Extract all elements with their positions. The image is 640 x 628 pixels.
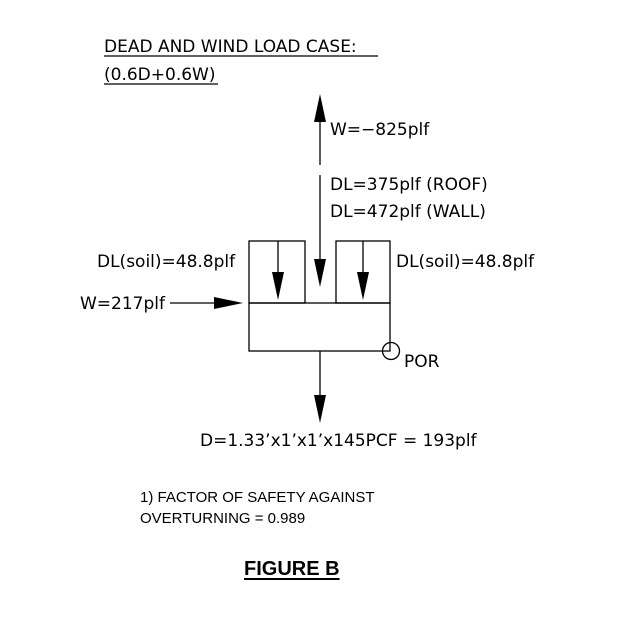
soil-load-left-label: DL(soil)=48.8plf <box>97 252 236 272</box>
note-line-1: 1) FACTOR OF SAFETY AGAINST <box>140 489 375 506</box>
point-of-rotation-marker <box>381 341 401 361</box>
footing-weight-arrow <box>314 351 326 423</box>
safety-factor-note: 1) FACTOR OF SAFETY AGAINST OVERTURNING … <box>140 487 375 529</box>
wind-uplift-label: W=−825plf <box>330 120 430 140</box>
note-line-2: OVERTURNING = 0.989 <box>140 510 306 527</box>
figure-caption: FIGURE B <box>244 558 340 580</box>
soil-load-arrow-left <box>272 241 284 300</box>
point-of-rotation-label: POR <box>404 352 440 372</box>
load-case-title: DEAD AND WIND LOAD CASE: <box>104 37 357 57</box>
wind-uplift-arrow <box>314 94 326 165</box>
dead-load-roof-label: DL=375plf (ROOF) <box>330 175 488 195</box>
dead-load-arrow <box>314 175 326 287</box>
lateral-wind-label: W=217plf <box>80 294 166 314</box>
soil-load-arrow-right <box>357 241 369 300</box>
lateral-wind-arrow <box>170 297 243 309</box>
footing-weight-label: D=1.33’x1’x1’x145PCF = 193plf <box>200 431 478 451</box>
load-combination: (0.6D+0.6W) <box>104 65 215 85</box>
dead-load-wall-label: DL=472plf (WALL) <box>330 202 486 222</box>
footing <box>248 302 391 352</box>
soil-load-right-label: DL(soil)=48.8plf <box>396 252 535 272</box>
